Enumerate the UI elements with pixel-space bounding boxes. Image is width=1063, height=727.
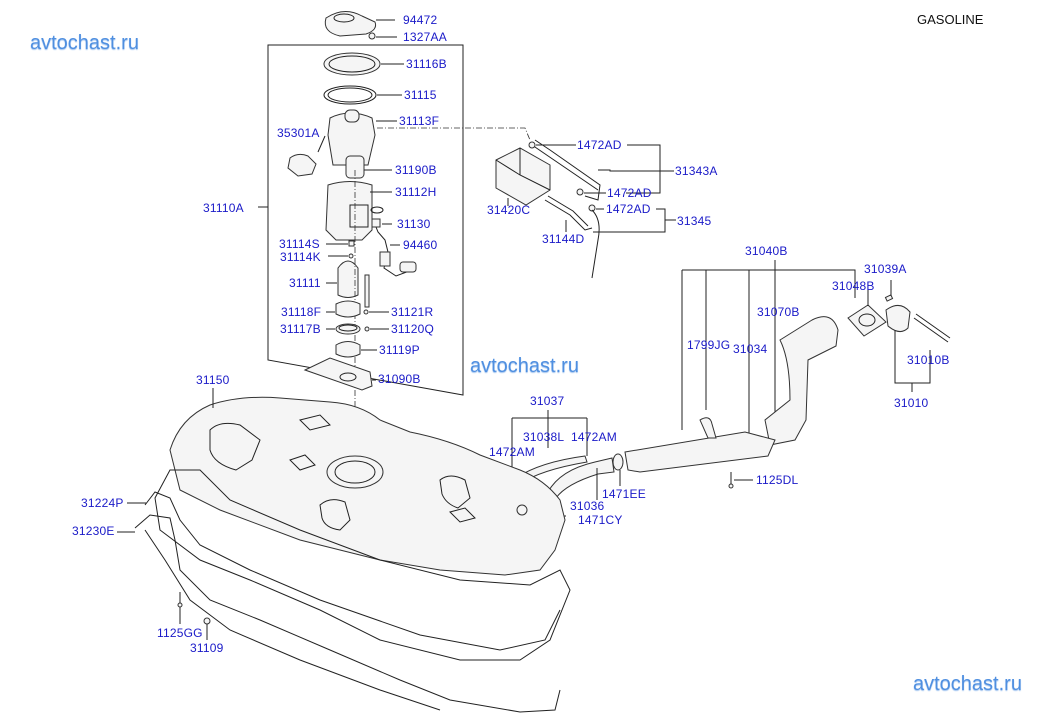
part-label-1799jg[interactable]: 1799JG xyxy=(687,338,731,352)
fuel-tank-part xyxy=(154,396,571,661)
part-label-31036[interactable]: 31036 xyxy=(570,499,605,513)
clamp-1471ee xyxy=(612,453,624,486)
bolt-1125gg xyxy=(177,592,183,624)
part-label-31037[interactable]: 31037 xyxy=(530,394,565,408)
part-label-1472ad-middle[interactable]: 1472AD xyxy=(607,186,652,200)
part-label-31109[interactable]: 31109 xyxy=(190,641,224,655)
part-label-31039a[interactable]: 31039A xyxy=(864,262,907,276)
ring-31117b xyxy=(326,323,361,335)
pressure-regulator-part xyxy=(287,135,326,177)
engine-type-title: GASOLINE xyxy=(917,12,984,27)
part-label-31114s[interactable]: 31114S xyxy=(279,237,320,251)
protector-plate-31224p xyxy=(127,491,561,651)
part-label-1471cy[interactable]: 1471CY xyxy=(578,513,623,527)
part-label-31343a[interactable]: 31343A xyxy=(675,164,718,178)
part-label-1472am-left[interactable]: 1472AM xyxy=(489,445,535,459)
part-label-31224p[interactable]: 31224P xyxy=(81,496,124,510)
seal-31114k xyxy=(348,253,354,259)
vent-tube xyxy=(591,209,600,279)
fuel-cap-part xyxy=(884,280,951,392)
part-label-1471ee[interactable]: 1471EE xyxy=(602,487,646,501)
gasket-ring-part xyxy=(323,85,402,105)
filter-part xyxy=(345,155,392,179)
part-label-31130[interactable]: 31130 xyxy=(397,217,431,231)
part-label-31040b[interactable]: 31040B xyxy=(745,244,788,258)
part-label-31112h[interactable]: 31112H xyxy=(395,185,437,199)
protector-plate-31230e xyxy=(117,514,561,713)
part-label-94460[interactable]: 94460 xyxy=(403,238,438,252)
part-label-31119p[interactable]: 31119P xyxy=(379,343,420,357)
part-label-31150[interactable]: 31150 xyxy=(196,373,230,387)
part-label-31110a[interactable]: 31110A xyxy=(203,201,244,215)
o-ring xyxy=(370,206,384,214)
part-label-31144d[interactable]: 31144D xyxy=(542,232,585,246)
part-label-1125gg[interactable]: 1125GG xyxy=(157,626,203,640)
part-label-1472ad-lower[interactable]: 1472AD xyxy=(606,202,651,216)
canister-part xyxy=(495,139,601,206)
part-label-31118f[interactable]: 31118F xyxy=(281,305,322,319)
part-label-31090b[interactable]: 31090B xyxy=(378,372,421,386)
strainer-part xyxy=(326,260,359,298)
fuel-sender-part xyxy=(371,218,417,277)
part-label-1472ad-upper[interactable]: 1472AD xyxy=(577,138,622,152)
service-cover-part xyxy=(303,357,376,391)
part-label-31070b[interactable]: 31070B xyxy=(757,305,800,319)
part-label-31345[interactable]: 31345 xyxy=(677,214,712,228)
cover-plate-part xyxy=(324,11,395,37)
oring-31121r xyxy=(363,309,369,315)
part-label-31114k[interactable]: 31114K xyxy=(280,250,321,264)
part-label-31010[interactable]: 31010 xyxy=(894,396,929,410)
part-label-35301a[interactable]: 35301A xyxy=(277,126,320,140)
part-label-31113f[interactable]: 31113F xyxy=(399,114,440,128)
pump-flange-part xyxy=(327,109,531,166)
part-label-31116b[interactable]: 31116B xyxy=(406,57,447,71)
part-label-94472[interactable]: 94472 xyxy=(403,13,438,27)
part-label-1472am-right[interactable]: 1472AM xyxy=(571,430,617,444)
part-label-31117b[interactable]: 31117B xyxy=(280,322,321,336)
oring-31120q xyxy=(364,326,370,332)
filler-neck-part xyxy=(624,316,839,473)
part-label-31120q[interactable]: 31120Q xyxy=(391,322,435,336)
rod-part xyxy=(364,274,370,308)
part-label-31010b[interactable]: 31010B xyxy=(907,353,950,367)
part-label-31038l[interactable]: 31038L xyxy=(523,430,565,444)
hose-bracket-lines xyxy=(511,410,588,472)
part-label-31420c[interactable]: 31420C xyxy=(487,203,531,217)
part-label-31115[interactable]: 31115 xyxy=(404,88,437,102)
part-label-31190b[interactable]: 31190B xyxy=(395,163,437,177)
clamp-31119p xyxy=(335,341,377,358)
clip-1799jg xyxy=(699,417,717,439)
watermark-top-left: avtochast.ru xyxy=(30,32,139,54)
part-label-31230e[interactable]: 31230E xyxy=(72,524,115,538)
part-label-31121r[interactable]: 31121R xyxy=(391,305,434,319)
part-label-1327aa[interactable]: 1327AA xyxy=(403,30,447,44)
vent-hose-31144d xyxy=(544,195,593,232)
part-label-1125dl[interactable]: 1125DL xyxy=(756,473,799,487)
retainer-ring-part xyxy=(323,52,404,76)
part-label-31034[interactable]: 31034 xyxy=(733,342,768,356)
watermark-bottom-right: avtochast.ru xyxy=(913,673,1022,695)
pump-housing-part xyxy=(325,181,392,241)
fill-hose-31036 xyxy=(547,457,615,500)
nut-31109 xyxy=(203,617,211,640)
filler-bracket-lines xyxy=(681,260,856,440)
part-label-31111[interactable]: 31111 xyxy=(289,276,321,290)
nut-1327aa xyxy=(368,32,397,40)
part-label-31048b[interactable]: 31048B xyxy=(832,279,875,293)
filler-plate-part xyxy=(847,304,887,337)
ring-31118f xyxy=(326,300,361,318)
pump-assembly-bracket xyxy=(258,44,464,396)
watermark-center: avtochast.ru xyxy=(470,355,579,377)
seal-31114s xyxy=(348,240,355,247)
bolt-1125dl xyxy=(728,472,753,489)
